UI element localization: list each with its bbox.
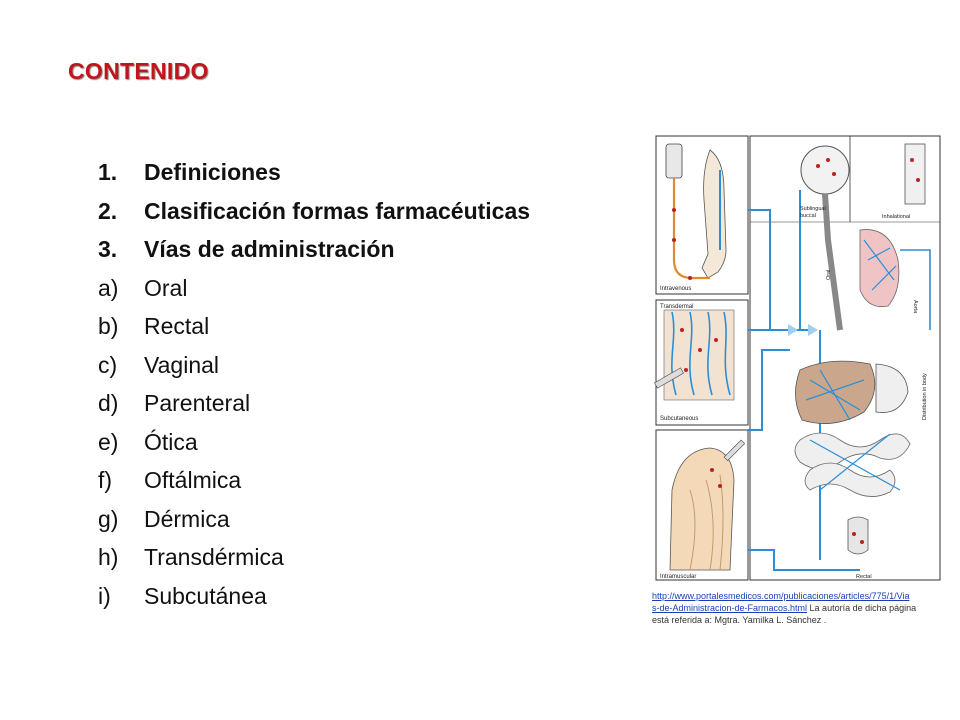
label-rectal: Rectal — [856, 574, 872, 580]
list-marker: b) — [98, 313, 119, 339]
list-item-text: Vaginal — [144, 351, 220, 378]
list-item: d) Parenteral — [98, 389, 530, 428]
list-item: 3. Vías de administración — [98, 235, 530, 274]
list-marker: h) — [98, 544, 119, 570]
image-source-caption: http://www.portalesmedicos.com/publicaci… — [652, 590, 957, 626]
list-item-text: Definiciones — [144, 159, 281, 185]
source-link-line-2: s-de-Administracion-de-Farmacos.html — [652, 603, 808, 613]
list-item: 1. Definiciones — [98, 158, 530, 197]
list-marker: c) — [98, 351, 118, 378]
label-distribution: Distribution in body — [922, 373, 928, 420]
list-item: 2. Clasificación formas farmacéuticas — [98, 197, 530, 236]
muscle-limb — [669, 447, 735, 571]
list-item-text: Oftálmica — [144, 467, 242, 493]
list-item-text: Oral — [144, 274, 188, 301]
list-marker: e) — [98, 428, 119, 455]
list-marker: 1. — [98, 159, 118, 185]
inhaler — [904, 143, 926, 205]
list-item: c) Vaginal — [98, 351, 530, 390]
skin-layers — [663, 309, 735, 401]
list-marker: f) — [98, 467, 113, 493]
syringe-subcutaneous — [654, 367, 684, 389]
intestines — [794, 432, 911, 470]
esophagus — [822, 193, 843, 331]
list-marker: d) — [98, 390, 119, 416]
list-item-text: Clasificación formas farmacéuticas — [144, 197, 531, 224]
list-marker: a) — [98, 274, 119, 301]
label-sublingual: Sublingual — [800, 206, 826, 212]
list-item-text: Vías de administración — [144, 236, 395, 262]
content-list: 1. Definiciones 2. Clasificación formas fa… — [98, 158, 530, 620]
label-buccal: buccal — [800, 213, 816, 219]
label-intravenous: Intravenous — [660, 286, 691, 292]
list-marker: 2. — [98, 197, 118, 224]
label-aorta: Aorta — [912, 300, 918, 314]
list-item: a) Oral — [98, 274, 530, 313]
list-item-text: Subcutánea — [144, 582, 267, 609]
administration-routes-diagram: Intravenous Transdermal Subcutaneous Int… — [650, 130, 944, 588]
label-inhalational: Inhalational — [882, 214, 910, 220]
rectum — [847, 516, 869, 555]
routes-illustration: Intravenous Transdermal Subcutaneous Int… — [654, 135, 941, 581]
caption-text-1: La autoría de dicha página — [807, 603, 917, 613]
syringe-intramuscular — [723, 439, 746, 462]
source-link[interactable]: http://www.portalesmedicos.com/publicaci… — [652, 591, 909, 613]
label-transdermal: Transdermal — [660, 304, 693, 310]
list-item: f) Oftálmica — [98, 466, 530, 505]
label-intramuscular: Intramuscular — [660, 574, 696, 580]
list-item-text: Parenteral — [144, 390, 251, 416]
source-link-line-1: http://www.portalesmedicos.com/publicaci… — [652, 591, 910, 601]
stomach — [875, 363, 909, 413]
head — [800, 145, 850, 195]
list-item-text: Transdérmica — [144, 544, 284, 570]
list-marker: i) — [98, 582, 111, 609]
list-item: i) Subcutánea — [98, 582, 530, 621]
list-item: e) Ótica — [98, 428, 530, 467]
list-item: h) Transdérmica — [98, 543, 530, 582]
label-subcutaneous: Subcutaneous — [660, 416, 698, 422]
list-item: b) Rectal — [98, 312, 530, 351]
list-marker: g) — [98, 505, 119, 532]
liver — [795, 360, 876, 424]
slide-title: CONTENIDO — [68, 58, 209, 84]
body-panel — [749, 135, 941, 581]
label-oral: Oral — [826, 270, 832, 280]
iv-bag — [665, 143, 683, 179]
list-item-text: Rectal — [144, 313, 210, 339]
list-marker: 3. — [98, 236, 118, 262]
list-item: g) Dérmica — [98, 505, 530, 544]
list-item-text: Dérmica — [144, 505, 230, 532]
list-item-text: Ótica — [144, 428, 198, 455]
caption-text-2: está referida a: Mgtra. Yamilka L. Sánch… — [652, 615, 827, 625]
